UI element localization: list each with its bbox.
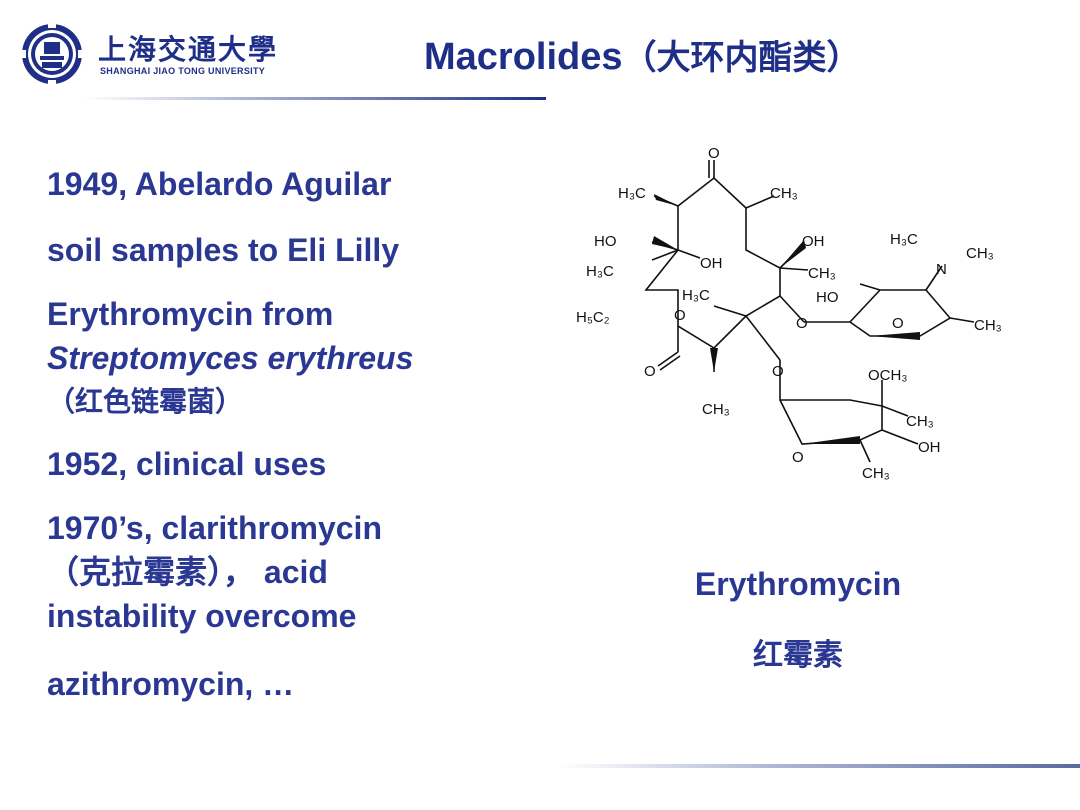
atom-label: H₃C bbox=[682, 287, 710, 304]
bullet-line: （红色链霉菌） bbox=[47, 385, 244, 418]
atom-label: HO bbox=[816, 289, 839, 306]
university-name-en: SHANGHAI JIAO TONG UNIVERSITY bbox=[100, 66, 266, 76]
bullet-line: soil samples to Eli Lilly bbox=[47, 232, 400, 268]
bullet-line: （克拉霉素）， acid bbox=[47, 554, 328, 590]
university-name-cn: 上海交通大學 bbox=[98, 33, 279, 66]
title-en: Macrolides bbox=[424, 36, 623, 78]
atom-label: CH₃ bbox=[862, 465, 890, 482]
compound-name-cn: 红霉素 bbox=[753, 638, 843, 673]
atom-label: CH₃ bbox=[966, 245, 994, 262]
atom-label: O bbox=[892, 315, 904, 332]
title-divider bbox=[84, 97, 546, 100]
atom-label: CH₃ bbox=[702, 401, 730, 418]
atom-label: O bbox=[708, 145, 720, 162]
erythromycin-structure-diagram: O H₃C CH₃ HO OH H₃C OH CH₃ H₅C₂ O H₃C O … bbox=[576, 145, 1002, 482]
atom-label: CH₃ bbox=[974, 317, 1002, 334]
atom-label: OCH₃ bbox=[868, 367, 907, 384]
bullet-line: 1949, Abelardo Aguilar bbox=[47, 166, 392, 202]
atom-label: HO bbox=[594, 233, 617, 250]
title-cn: （大环内酯类） bbox=[622, 38, 861, 78]
atom-label: O bbox=[792, 449, 804, 466]
atom-label: O bbox=[772, 363, 784, 380]
atom-label: O bbox=[674, 307, 686, 324]
bullet-line: 1952, clinical uses bbox=[47, 446, 327, 482]
bullet-line: azithromycin, … bbox=[47, 666, 295, 702]
bullet-line: 1970’s, clarithromycin bbox=[47, 510, 382, 546]
atom-label: H₃C bbox=[890, 231, 918, 248]
atom-label: O bbox=[644, 363, 656, 380]
bullet-line: Erythromycin from bbox=[47, 296, 334, 332]
atom-label: OH bbox=[700, 255, 723, 272]
atom-label: O bbox=[796, 315, 808, 332]
university-seal-icon bbox=[22, 24, 82, 84]
atom-label: N bbox=[936, 261, 947, 278]
compound-name-en: Erythromycin bbox=[694, 566, 902, 602]
atom-label: H₃C bbox=[586, 263, 614, 280]
bullet-line: Streptomyces erythreus bbox=[47, 340, 414, 376]
atom-label: CH₃ bbox=[808, 265, 836, 282]
atom-label: H₃C bbox=[618, 185, 646, 202]
atom-label: H₅C₂ bbox=[576, 309, 610, 326]
atom-label: OH bbox=[802, 233, 825, 250]
atom-label: CH₃ bbox=[770, 185, 798, 202]
footer-divider bbox=[560, 764, 1080, 768]
atom-label: CH₃ bbox=[906, 413, 934, 430]
atom-label: OH bbox=[918, 439, 941, 456]
page-title: Macrolides（大环内酯类） bbox=[424, 30, 861, 79]
bullet-line: instability overcome bbox=[47, 598, 357, 634]
